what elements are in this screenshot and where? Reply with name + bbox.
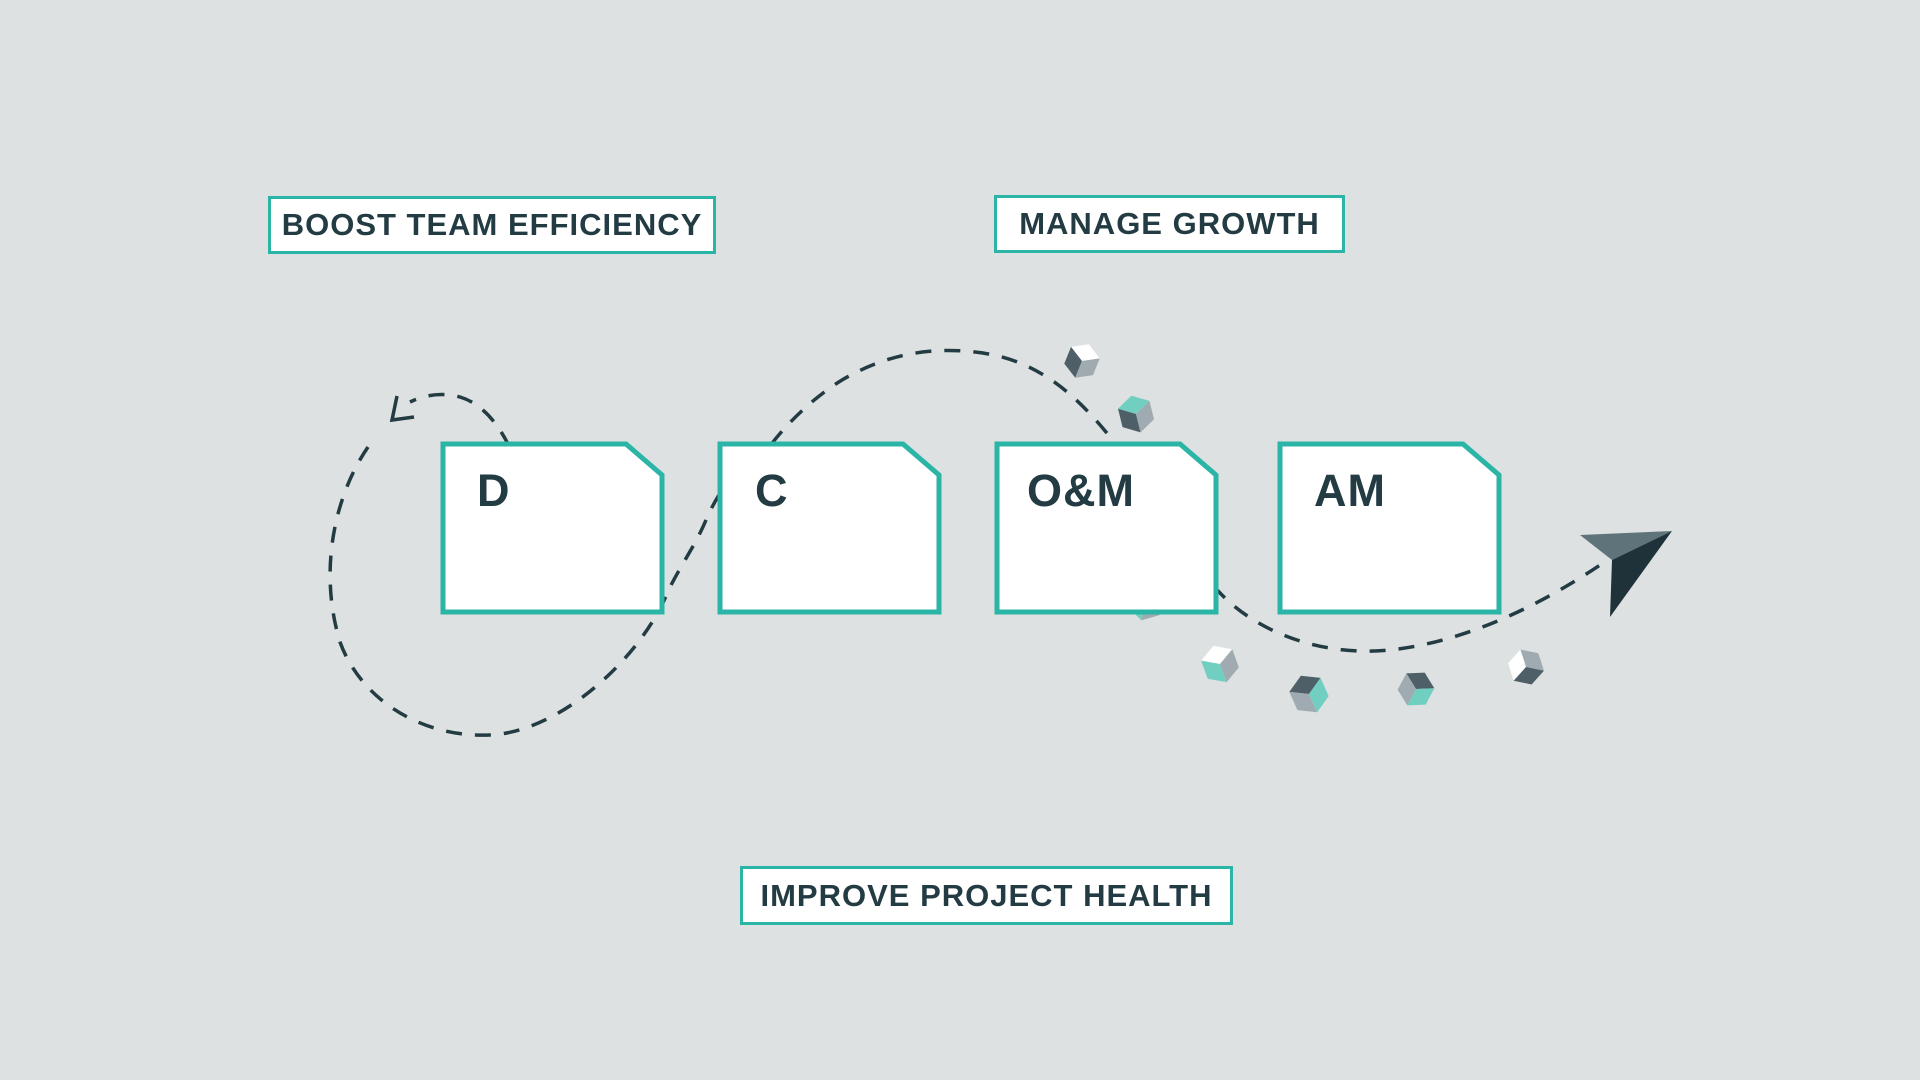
tag-improve-label: IMPROVE PROJECT HEALTH (760, 877, 1213, 913)
dashed-loop-path (328, 446, 728, 737)
card-om (994, 441, 1219, 615)
paper-plane-icon (1580, 531, 1672, 617)
tag-manage-growth: MANAGE GROWTH (994, 195, 1345, 253)
arrowhead-icon (389, 395, 415, 423)
card-am (1277, 441, 1502, 615)
card-c (717, 441, 942, 615)
cube-icon (1397, 672, 1435, 706)
dashed-loop-top-arc (409, 392, 511, 447)
card-d (440, 441, 665, 615)
cube-icon (1064, 344, 1100, 378)
cube-icon (1201, 645, 1239, 683)
tag-boost-label: BOOST TEAM EFFICIENCY (281, 207, 703, 242)
tag-manage-label: MANAGE GROWTH (1019, 206, 1320, 241)
cube-icon (1117, 395, 1155, 433)
card-label-d: D (477, 465, 511, 516)
tag-boost-team-efficiency: BOOST TEAM EFFICIENCY (268, 196, 716, 254)
dashed-journey-path (754, 348, 1607, 653)
cube-icon (1289, 675, 1329, 713)
card-label-om: O&M (1027, 465, 1135, 516)
cube-icon (1508, 649, 1544, 685)
card-label-c: C (755, 465, 789, 516)
card-label-am: AM (1314, 465, 1386, 516)
tag-improve-project-health: IMPROVE PROJECT HEALTH (740, 866, 1233, 925)
